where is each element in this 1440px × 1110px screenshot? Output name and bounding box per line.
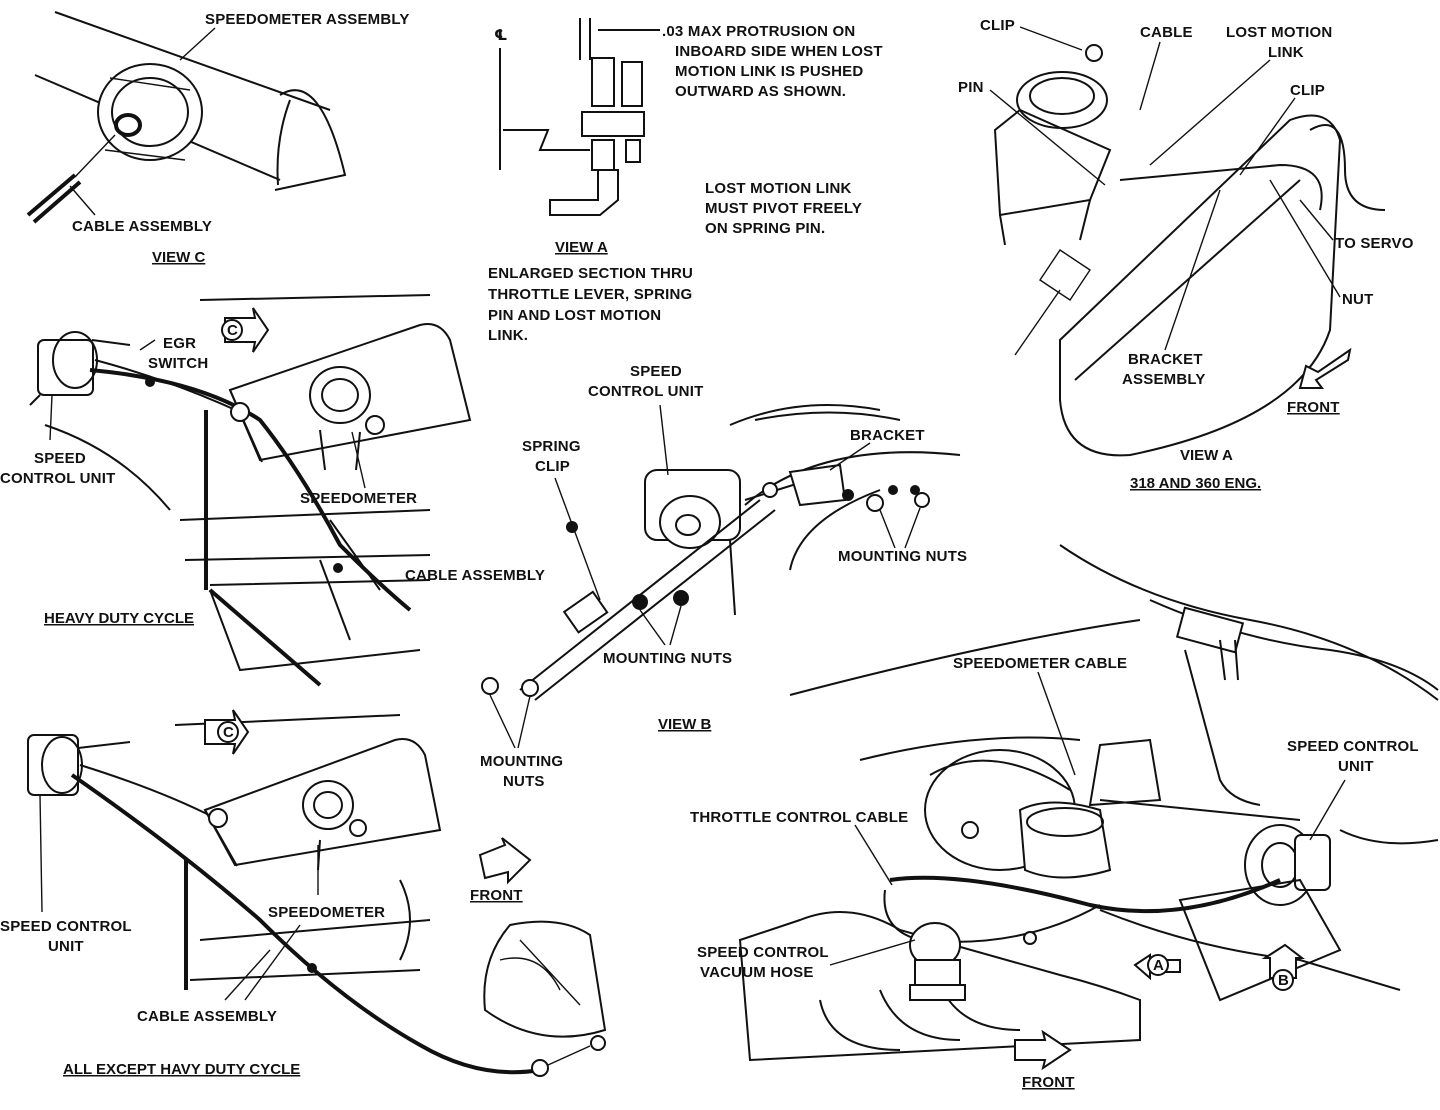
front-label-all: FRONT (470, 887, 523, 904)
speedometer-all-label: SPEEDOMETER (268, 904, 385, 921)
view-c-panel: SPEEDOMETER ASSEMBLY CABLE ASSEMBLY VIEW… (26, 11, 410, 266)
svg-text:PIN AND LOST MOTION: PIN AND LOST MOTION (488, 307, 661, 324)
view-a-section-panel: ℄ .03 MAX PROTRUSION ON INBOARD SIDE WHE… (488, 18, 883, 344)
all-except-title: ALL EXCEPT HAVY DUTY CYCLE (63, 1061, 300, 1078)
svg-text:MOTION LINK IS PUSHED: MOTION LINK IS PUSHED (675, 63, 863, 80)
egr-switch-label-2: SWITCH (148, 355, 208, 372)
protrusion-note: .03 MAX PROTRUSION ON INBOARD SIDE WHEN … (662, 23, 883, 100)
svg-text:MUST PIVOT FREELY: MUST PIVOT FREELY (705, 200, 862, 217)
speed-control-unit-b-label: SPEED (630, 363, 682, 380)
lost-motion-link-label-2: LINK (1268, 44, 1304, 61)
speedometer-cable-label: SPEEDOMETER CABLE (953, 655, 1127, 672)
front-arrow-icon-2 (478, 837, 532, 885)
mounting-nut-icon (632, 594, 648, 610)
view-c-title: VIEW C (152, 249, 206, 266)
svg-text:INBOARD SIDE WHEN LOST: INBOARD SIDE WHEN LOST (675, 43, 883, 60)
cable-assembly-all-label: CABLE ASSEMBLY (137, 1008, 277, 1025)
svg-text:THROTTLE LEVER, SPRING: THROTTLE LEVER, SPRING (488, 286, 692, 303)
view-b-panel: SPEED CONTROL UNIT SPRING CLIP BRACKET M… (480, 363, 967, 790)
mounting-nut-icon (481, 677, 499, 695)
all-except-panel: C SPEED CONTROL UNIT SPEEDOMETER CABLE A… (0, 709, 607, 1078)
nut-label: NUT (1342, 291, 1373, 308)
view-a-marker: A (1153, 957, 1164, 974)
speed-control-unit-heavy-label: SPEED (34, 450, 86, 467)
view-a-engine-subtitle: 318 AND 360 ENG. (1130, 475, 1261, 492)
view-b-title: VIEW B (658, 716, 712, 733)
heavy-duty-title: HEAVY DUTY CYCLE (44, 610, 194, 627)
svg-text:.03 MAX PROTRUSION ON: .03 MAX PROTRUSION ON (662, 23, 855, 40)
vacuum-hose-label-2: VACUUM HOSE (700, 964, 814, 981)
svg-text:OUTWARD AS SHOWN.: OUTWARD AS SHOWN. (675, 83, 846, 100)
bracket-assembly-drawing (1014, 114, 1342, 457)
master-cylinder-drawing (993, 71, 1112, 246)
view-a-section-title: VIEW A (555, 239, 608, 256)
speed-control-unit-b-label-2: CONTROL UNIT (588, 383, 703, 400)
mounting-nuts-center-label: MOUNTING NUTS (603, 650, 732, 667)
clip-icon (1085, 44, 1103, 62)
throttle-control-cable-label: THROTTLE CONTROL CABLE (690, 809, 908, 826)
pivot-note: LOST MOTION LINK MUST PIVOT FREELY ON SP… (705, 180, 862, 237)
mounting-nut-icon (866, 494, 884, 512)
view-b-arrow-icon (1261, 943, 1305, 979)
view-a-engine-title: VIEW A (1180, 447, 1233, 464)
heavy-duty-panel: C EGR SWITCH SPEED CONTROL UNIT SPEEDOME… (0, 294, 545, 687)
speed-control-unit-bay-label: SPEED CONTROL (1287, 738, 1419, 755)
front-label-view-a: FRONT (1287, 399, 1340, 416)
master-cylinder-bay-drawing (1018, 801, 1112, 879)
front-label-bay: FRONT (1022, 1074, 1075, 1091)
engine-bay-panel: SPEEDOMETER CABLE SPEED CONTROL UNIT THR… (690, 544, 1439, 1091)
to-servo-label: TO SERVO (1335, 235, 1414, 252)
view-c-arrow-icon (224, 307, 270, 353)
clip-label-top: CLIP (980, 17, 1015, 34)
front-arrow-icon (1298, 347, 1352, 389)
view-c-marker-heavy: C (227, 322, 238, 339)
cable-label: CABLE (1140, 24, 1193, 41)
bracket-label: BRACKET (850, 427, 925, 444)
mounting-nut-icon (914, 492, 930, 508)
vacuum-hose-fitting-drawing (909, 922, 966, 1001)
mounting-nuts-left-label-2: NUTS (503, 773, 545, 790)
bracket-b-drawing (762, 463, 847, 507)
speed-control-unit-all-label-2: UNIT (48, 938, 84, 955)
cable-assembly-label: CABLE ASSEMBLY (72, 218, 212, 235)
throttle-lever-section (549, 57, 645, 216)
view-c-marker-all: C (223, 724, 234, 741)
mounting-nut-icon (673, 590, 689, 606)
mounting-nut-icon (842, 489, 854, 501)
front-arrow-icon-3 (1014, 1029, 1072, 1071)
speed-control-unit-bay-label-2: UNIT (1338, 758, 1374, 775)
speedometer-assembly-drawing (97, 63, 203, 161)
bracket-assembly-label-2: ASSEMBLY (1122, 371, 1206, 388)
cable-assembly-heavy-label: CABLE ASSEMBLY (405, 567, 545, 584)
lost-motion-link-label: LOST MOTION (1226, 24, 1332, 41)
view-a-section-caption: ENLARGED SECTION THRU THROTTLE LEVER, SP… (488, 265, 693, 344)
mounting-nut-icon (521, 679, 539, 697)
pin-label: PIN (958, 79, 984, 96)
speed-control-unit-b-drawing (644, 469, 741, 549)
speed-control-unit-bay-drawing (1244, 824, 1331, 906)
svg-text:LINK.: LINK. (488, 327, 528, 344)
egr-switch-label: EGR (163, 335, 196, 352)
mounting-nuts-left-label: MOUNTING (480, 753, 563, 770)
svg-text:ON SPRING PIN.: ON SPRING PIN. (705, 220, 825, 237)
speed-control-unit-all-label: SPEED CONTROL (0, 918, 132, 935)
speed-control-unit-all-drawing (27, 734, 131, 796)
centerline-symbol: ℄ (494, 27, 508, 44)
speedometer-heavy-label: SPEEDOMETER (300, 490, 417, 507)
svg-text:ENLARGED SECTION THRU: ENLARGED SECTION THRU (488, 265, 693, 282)
vacuum-hose-label: SPEED CONTROL (697, 944, 829, 961)
spring-clip-label: SPRING (522, 438, 581, 455)
bracket-assembly-label: BRACKET (1128, 351, 1203, 368)
view-a-engine-panel: CLIP CABLE LOST MOTION LINK PIN CLIP TO … (958, 17, 1414, 492)
speedometer-assembly-label: SPEEDOMETER ASSEMBLY (205, 11, 410, 28)
mounting-nuts-right-label: MOUNTING NUTS (838, 548, 967, 565)
svg-text:LOST MOTION LINK: LOST MOTION LINK (705, 180, 852, 197)
speed-control-unit-heavy-label-2: CONTROL UNIT (0, 470, 115, 487)
clip-label-right: CLIP (1290, 82, 1325, 99)
spring-clip-label-2: CLIP (535, 458, 570, 475)
speed-control-unit-heavy-drawing (29, 331, 131, 406)
view-b-marker: B (1278, 972, 1289, 989)
